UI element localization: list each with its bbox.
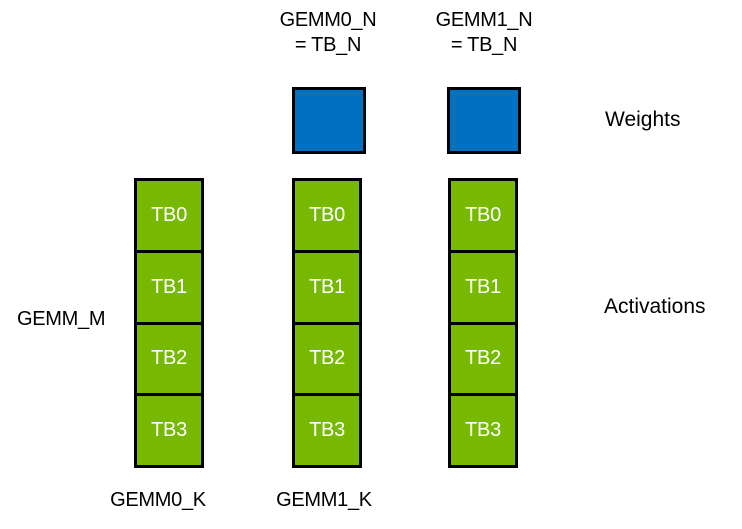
activations-label: Activations	[604, 295, 706, 318]
tb-cell-1-1: TB1	[295, 253, 359, 325]
tb-cell-0-0: TB0	[137, 181, 201, 253]
tb-cell-2-2: TB2	[451, 325, 515, 397]
tb-cell-0-1: TB1	[137, 253, 201, 325]
gemm-m-label: GEMM_M	[17, 308, 106, 330]
activation-column-1: TB0 TB1 TB2 TB3	[292, 178, 362, 468]
tb-cell-2-1: TB1	[451, 253, 515, 325]
tb-cell-0-2: TB2	[137, 325, 201, 397]
tb-cell-1-0: TB0	[295, 181, 359, 253]
tb-cell-1-3: TB3	[309, 419, 345, 442]
gemm1-k-label: GEMM1_K	[276, 489, 372, 511]
activation-column-0: TB0 TB1 TB2 TB3	[134, 178, 204, 468]
tb-cell-1-2: TB2	[295, 325, 359, 397]
tb-cell-2-3: TB3	[465, 419, 501, 442]
label-gemm0-n: GEMM0_N = TB_N	[243, 8, 413, 58]
weights-block-0	[292, 87, 366, 154]
gemm0-k-label: GEMM0_K	[110, 489, 206, 511]
tb-cell-2-0: TB0	[451, 181, 515, 253]
activation-column-2: TB0 TB1 TB2 TB3	[448, 178, 518, 468]
weights-label: Weights	[605, 108, 681, 131]
label-gemm1-n-line2: = TB_N	[450, 34, 518, 56]
label-gemm0-n-line1: GEMM0_N	[279, 9, 377, 31]
label-gemm0-n-line2: = TB_N	[294, 34, 362, 56]
label-gemm1-n-line1: GEMM1_N	[435, 9, 533, 31]
weights-block-1	[447, 87, 521, 154]
tb-cell-0-3: TB3	[151, 419, 187, 442]
label-gemm1-n: GEMM1_N = TB_N	[399, 8, 569, 58]
